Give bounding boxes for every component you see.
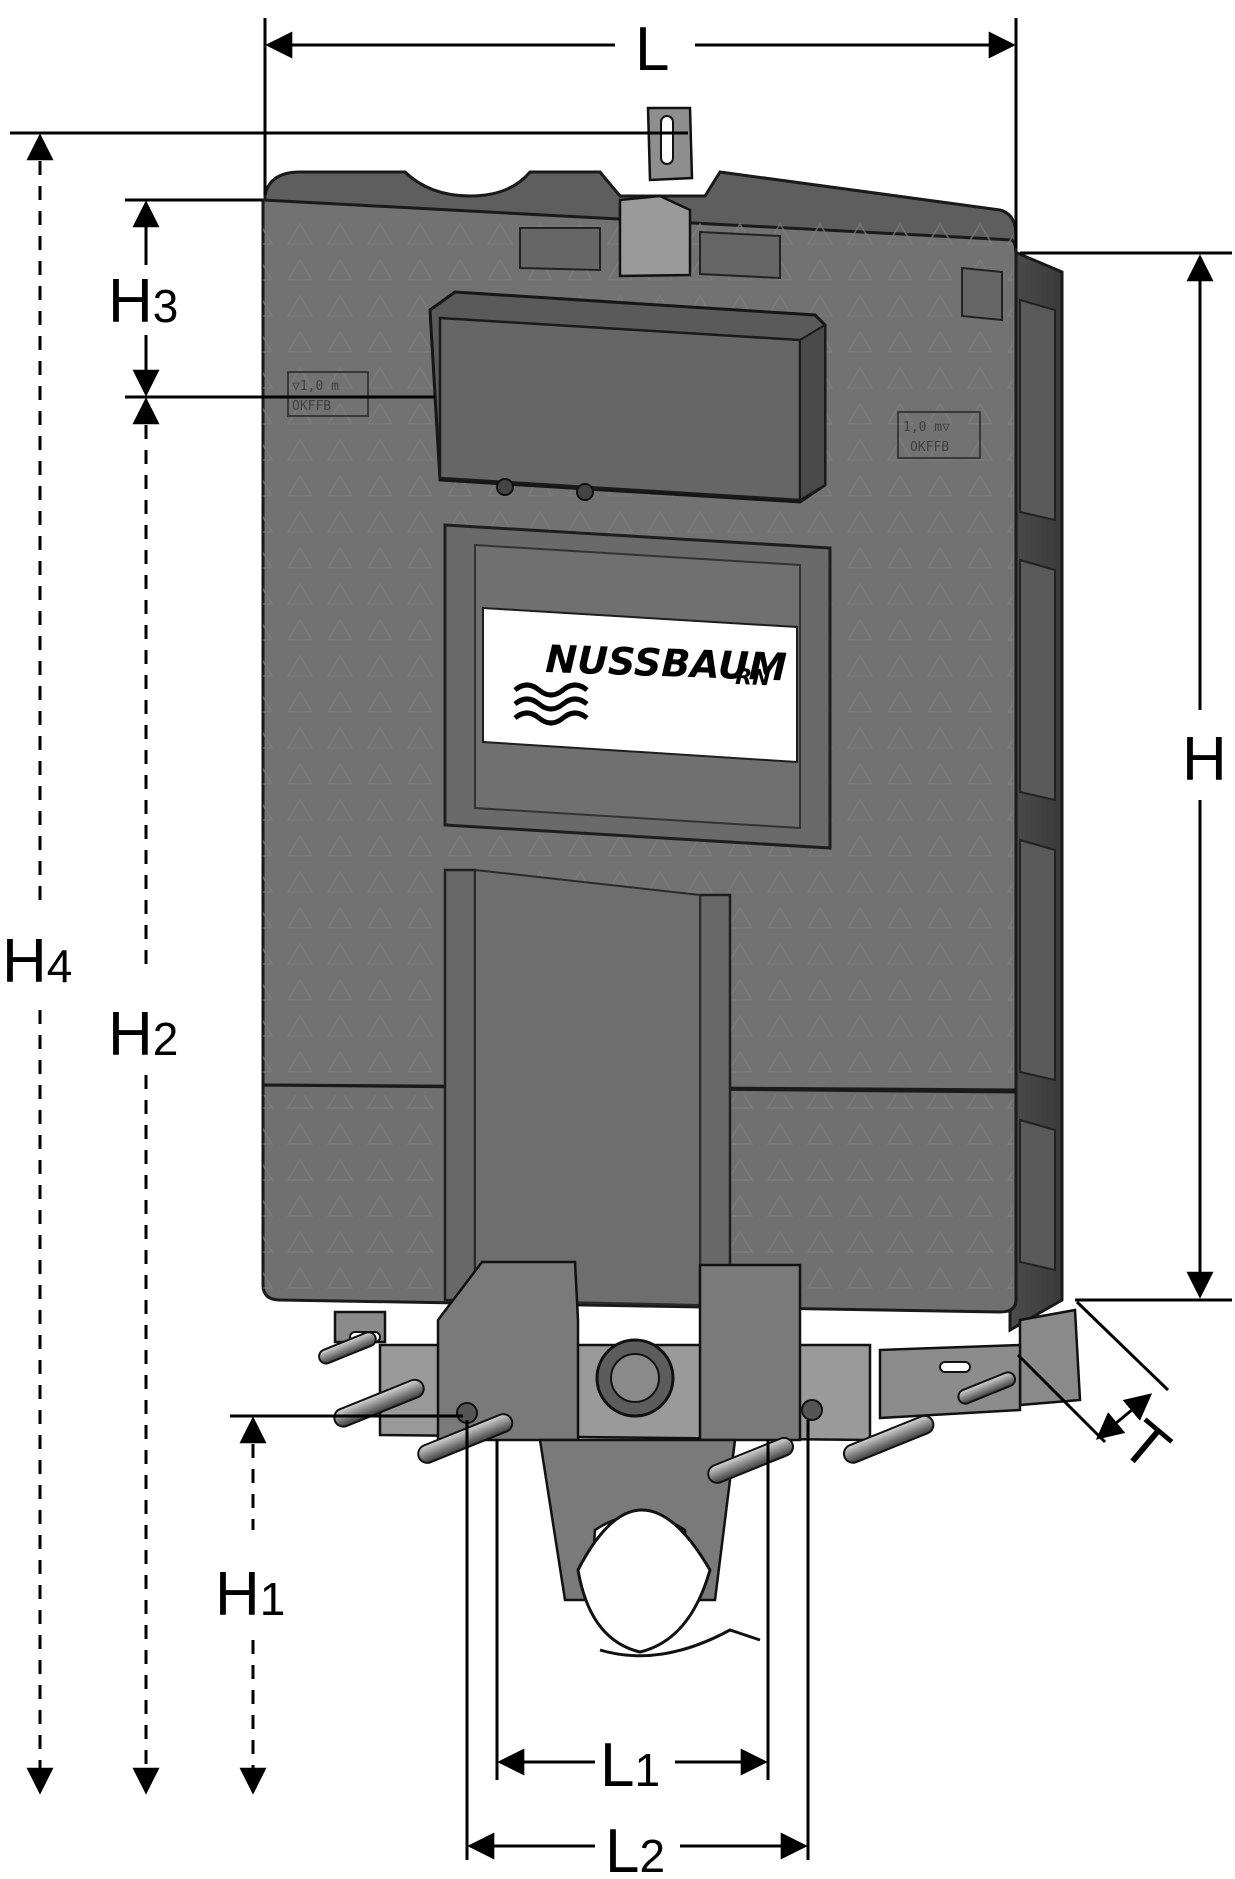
level-mark-right: 1,0 m▽ OKFFB <box>897 411 981 459</box>
dimension-H-label: H <box>1182 725 1227 794</box>
dimension-H4 <box>10 131 688 1795</box>
brand-logo-name: NUSSBAUM <box>545 637 788 689</box>
dimension-L-label: L <box>635 15 669 84</box>
dimension-L2 <box>465 1420 810 1860</box>
brand-logo: NUSSBAUM RN <box>482 606 798 764</box>
dimension-L2-label: L2 <box>605 1817 665 1879</box>
level-mark-left-line1: ▽1,0 m <box>292 379 339 394</box>
dimension-L1 <box>495 1440 770 1780</box>
dimension-T <box>1016 1300 1170 1444</box>
dimension-H1-label: H1 <box>215 1560 285 1629</box>
level-mark-right-line1: 1,0 m▽ <box>903 420 950 435</box>
level-mark-left-line2: OKFFB <box>292 399 331 414</box>
dimension-L1-label: L1 <box>600 1731 660 1800</box>
level-mark-left: ▽1,0 m OKFFB <box>287 371 369 417</box>
level-mark-right-line2: OKFFB <box>910 440 949 455</box>
brand-logo-suffix: RN <box>735 665 771 691</box>
dimension-H3-label: H3 <box>108 267 178 336</box>
dimension-L <box>263 18 1018 248</box>
dimension-H <box>1020 251 1232 1302</box>
dimension-H1 <box>230 1414 463 1795</box>
mounting-frame <box>333 1260 1082 1658</box>
wave-icon <box>513 682 589 726</box>
dimension-H3 <box>125 198 435 399</box>
dimension-H2-label: H2 <box>108 1000 178 1069</box>
dimension-H4-label: H4 <box>2 927 72 996</box>
